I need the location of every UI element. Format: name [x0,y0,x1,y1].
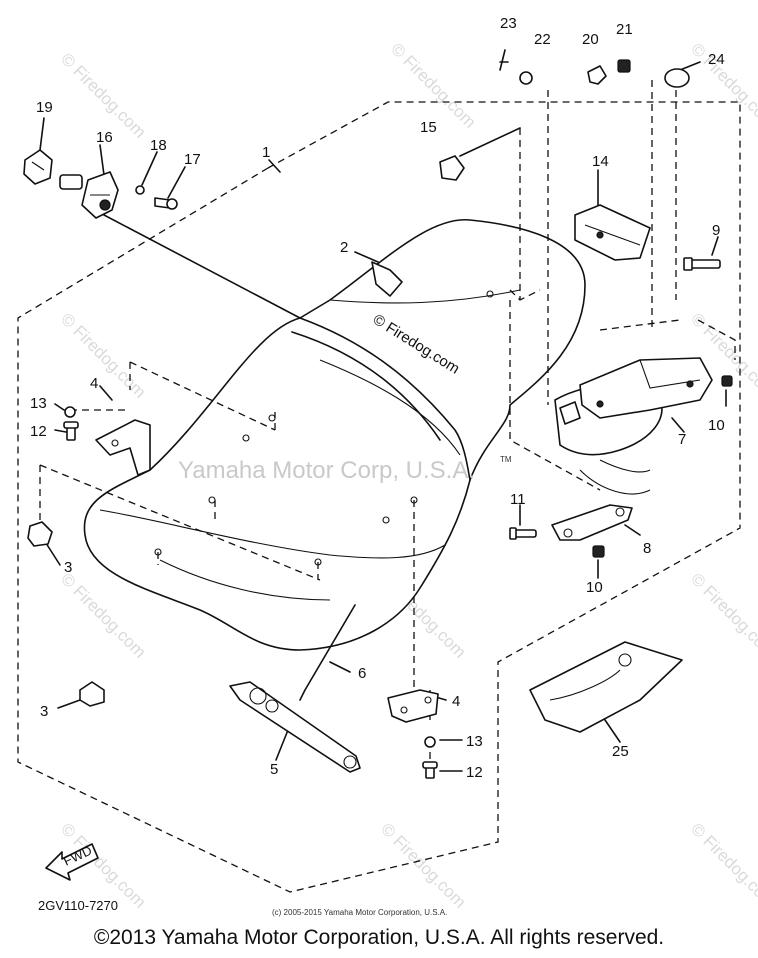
seat-lock-16 [59,171,119,219]
callout-11: 11 [510,491,526,508]
callout-25: 25 [612,743,629,760]
callout-3-upper: 3 [64,559,72,576]
callout-16: 16 [96,129,113,146]
nut-10-upper [721,375,733,387]
callout-6: 6 [358,665,366,682]
callout-leaders [39,61,727,772]
rod-6 [299,604,356,701]
leader-lines [39,80,736,760]
small-copyright: (c) 2005-2015 Yamaha Motor Corporation, … [272,908,447,917]
washer-22 [519,71,533,85]
callout-2: 2 [340,239,348,256]
nut-21 [617,59,631,73]
callout-5: 5 [270,761,278,778]
diagram-code: 2GV110-7270 [38,898,118,913]
callout-10-upper: 10 [708,417,725,434]
seat [83,219,586,651]
bolt-11 [509,527,537,540]
callout-4-lower: 4 [452,693,460,710]
callout-14: 14 [592,153,609,170]
callout-12-upper: 12 [30,423,47,440]
washer-18 [135,185,145,195]
callout-12-lower: 12 [466,764,483,781]
fwd-arrow-icon: FWD [45,843,99,881]
callout-20: 20 [582,31,599,48]
firedog-watermark: © Firedog.com [57,309,149,401]
callout-10-lower: 10 [586,579,603,596]
cap-24 [664,68,690,88]
callout-3-lower: 3 [40,703,48,720]
grommet-15 [439,155,465,181]
callout-24: 24 [708,51,725,68]
footer-copyright: ©2013 Yamaha Motor Corporation, U.S.A. A… [93,926,665,949]
firedog-watermark: © Firedog.com [387,39,479,131]
hinge-bracket-7 [559,357,713,425]
callout-15: 15 [420,119,437,136]
callout-7: 7 [678,431,686,448]
assembly-outline-1 [17,101,741,893]
yamaha-watermark-tm: TM [500,455,512,464]
callout-21: 21 [616,21,633,38]
callout-18: 18 [150,137,167,154]
callout-4-upper: 4 [90,375,98,392]
hinge-arm-8 [551,504,633,541]
callout-9: 9 [712,222,720,239]
damper-3-lower [79,681,105,707]
bracket-4-lower [387,689,439,723]
callout-1: 1 [262,144,270,161]
pouch-25 [529,641,683,733]
firedog-watermark: © Firedog.com [687,819,758,911]
washer-13-lower [424,736,436,748]
bolt-12-lower [422,761,438,779]
screw-17 [154,197,178,210]
callout-17: 17 [184,151,201,168]
lock-cap-19 [23,149,53,185]
callout-13-lower: 13 [466,733,483,750]
bracket-4-upper [95,419,151,476]
pin-23 [499,49,509,71]
firedog-watermark: © Firedog.com [57,49,149,141]
plate-14 [574,204,651,261]
firedog-watermark: © Firedog.com [377,819,469,911]
callout-22: 22 [534,31,551,48]
callout-labels: 1 2 3 3 4 4 5 6 7 8 9 10 10 11 12 12 13 … [30,15,725,781]
firedog-watermark: © Firedog.com [687,569,758,661]
callout-13-upper: 13 [30,395,47,412]
callout-19: 19 [36,99,53,116]
bolt-12-upper [63,421,79,441]
yamaha-watermark: Yamaha Motor Corp, U.S.A. [178,457,475,484]
bolt-9 [683,257,721,271]
lock-shaft-5 [229,681,361,773]
damper-3-upper [27,521,53,547]
cap-20 [587,65,607,85]
nut-10-lower [592,545,605,558]
callout-8: 8 [643,540,651,557]
washer-13-upper [64,406,76,418]
callout-23: 23 [500,15,517,32]
